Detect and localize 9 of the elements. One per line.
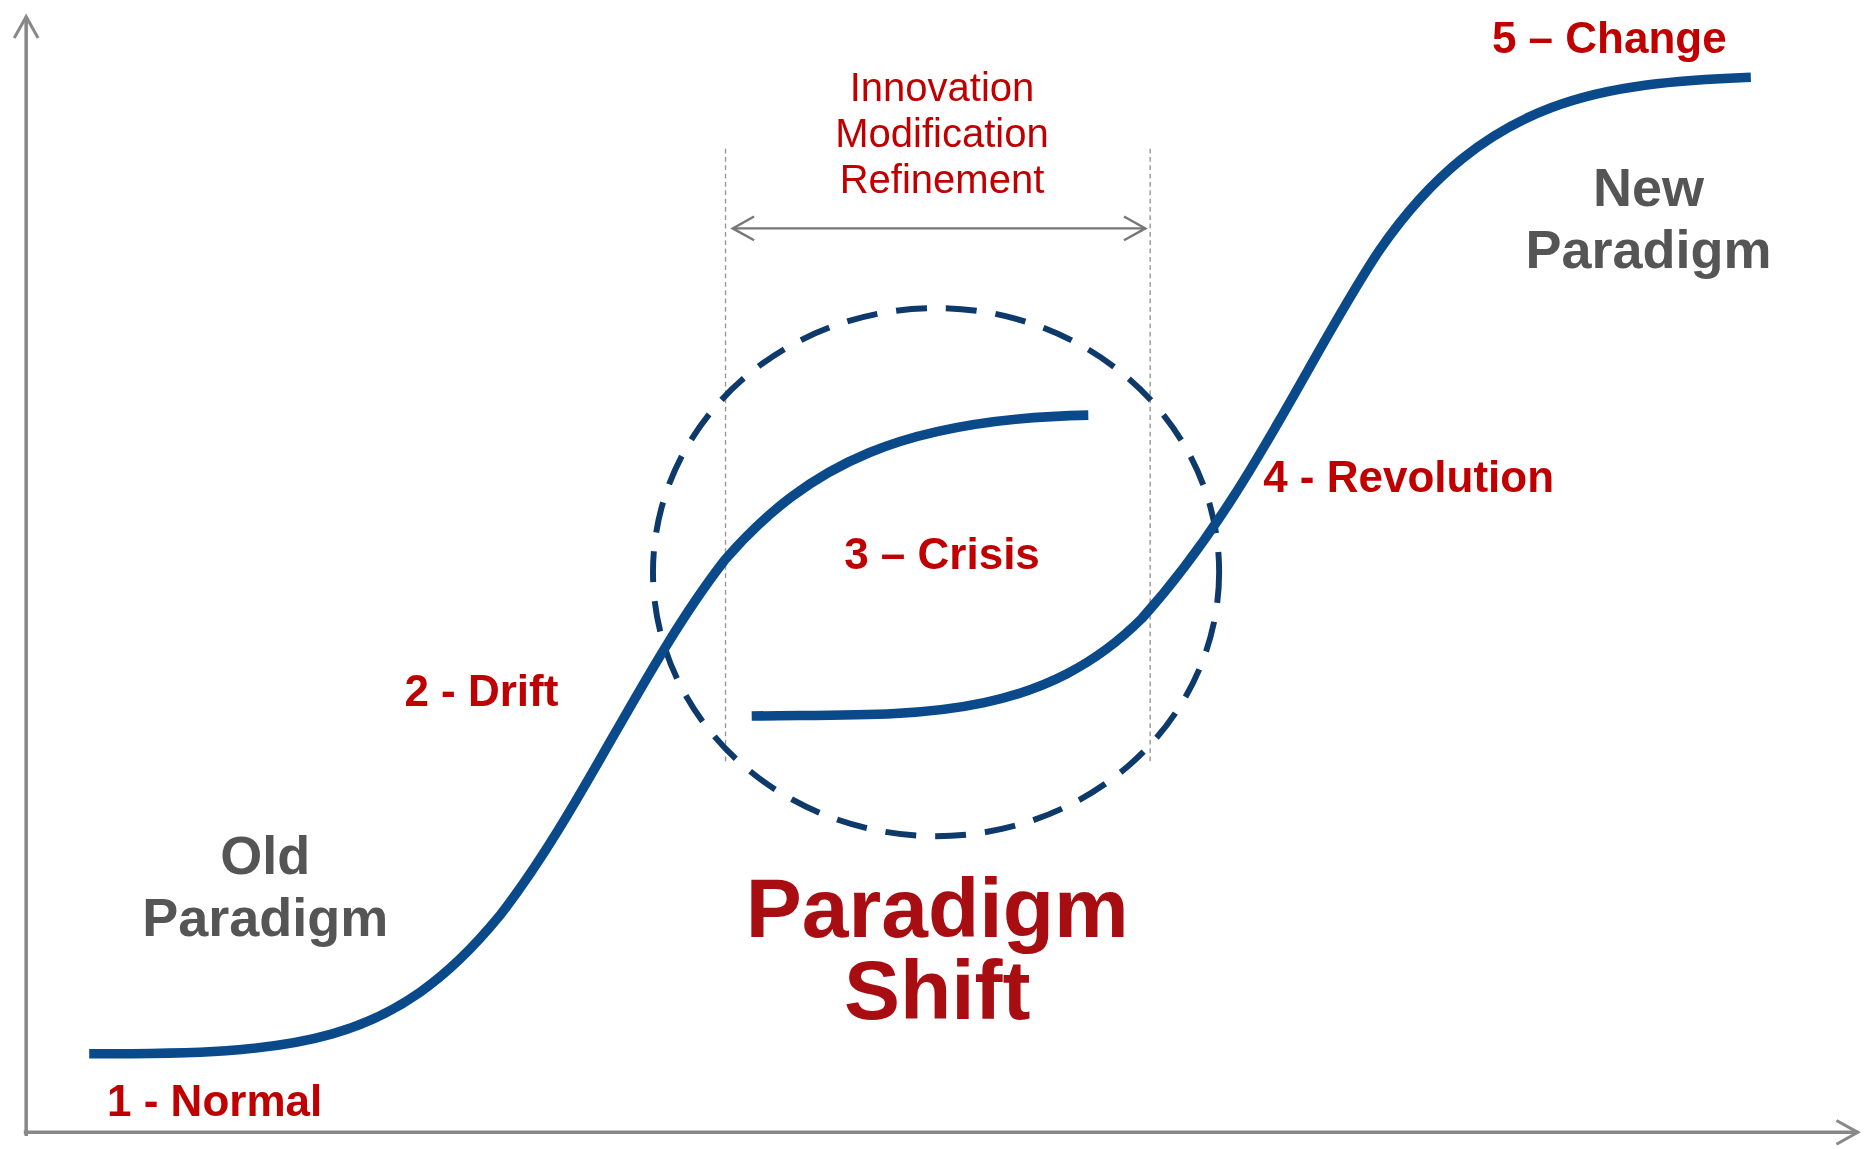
stage-label: 4 - Revolution [1263, 451, 1555, 503]
stage-label: 3 – Crisis [844, 528, 1040, 580]
stage-label: 2 - Drift [404, 665, 559, 717]
heading-text: Paradigm Shift [744, 866, 1130, 1032]
paradigm-label: New Paradigm [1524, 155, 1773, 280]
paradigm-label: Old Paradigm [141, 824, 390, 949]
stage-label: 5 – Change [1491, 12, 1727, 64]
activity-list: Innovation Modification Refinement [807, 64, 1077, 203]
stage-label: 1 - Normal [107, 1076, 323, 1127]
